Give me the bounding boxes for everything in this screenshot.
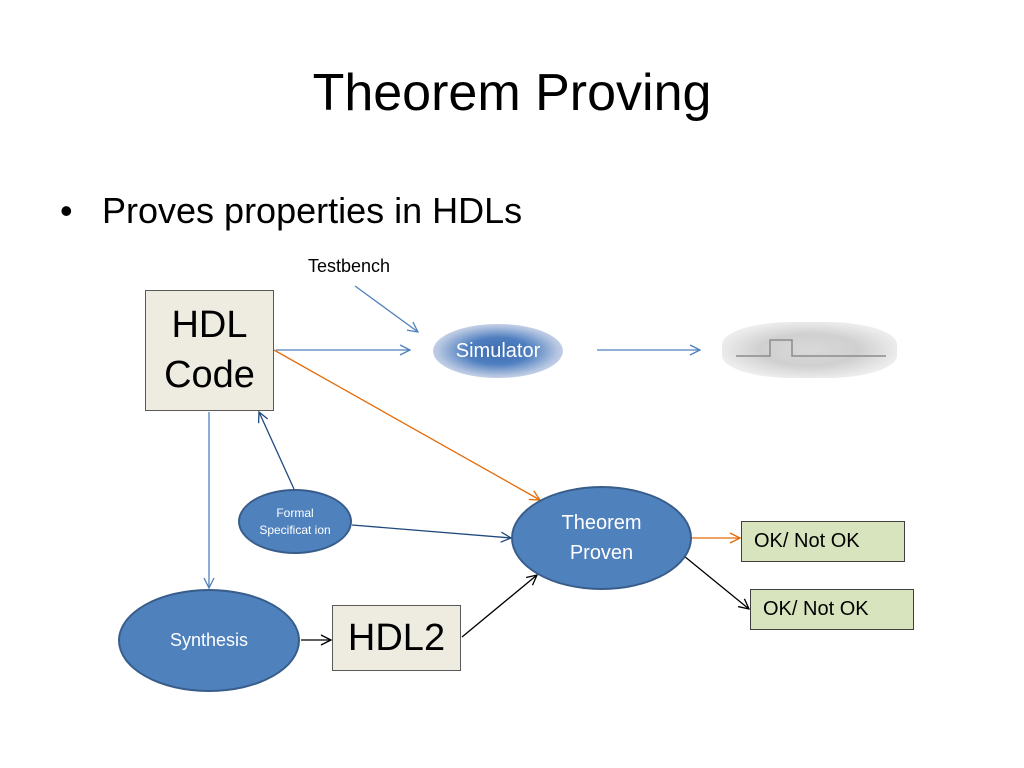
synthesis-label: Synthesis [169,630,249,650]
theorem-proven-node: Theorem Proven [511,486,692,590]
result-box-2: OK/ Not OK [750,589,914,630]
theorem-proven-label: Theorem Proven [561,512,642,564]
bullet-text: Proves properties in HDLs [102,190,523,231]
arrow-formal-spec-to-theorem-proven [351,524,511,538]
simulator-label: Simulator [455,339,541,362]
waveform-icon [722,322,897,378]
bullet-item: • Proves properties in HDLs [60,190,522,232]
arrow-hdl2-to-theorem-proven [461,575,537,638]
synthesis-node: Synthesis [118,589,300,692]
hdl2-box: HDL2 [332,605,461,671]
hdl-code-line2: Code [164,353,255,396]
arrow-testbench-to-simulator [354,285,418,332]
simulator-node: Simulator [433,324,563,378]
slide-title: Theorem Proving [312,64,712,122]
hdl-code-box: HDL Code [145,290,274,411]
formal-specification-node: Formal Specificat ion [238,489,352,554]
testbench-label: Testbench [308,256,391,276]
bullet-dot-icon: • [60,190,73,231]
hdl-code-line1: HDL [171,304,248,347]
formal-specification-label: Formal Specificat ion [259,506,331,537]
arrow-theorem-proven-to-result-2 [683,555,749,609]
arrow-hdl-code-to-theorem-proven [273,349,540,500]
waveform-pulse [736,339,886,357]
arrow-formal-spec-to-hdl-code [259,412,295,490]
result-1-label: OK/ Not OK [754,530,860,552]
result-box-1: OK/ Not OK [741,521,905,562]
hdl2-label: HDL2 [347,616,446,659]
result-2-label: OK/ Not OK [763,598,869,620]
